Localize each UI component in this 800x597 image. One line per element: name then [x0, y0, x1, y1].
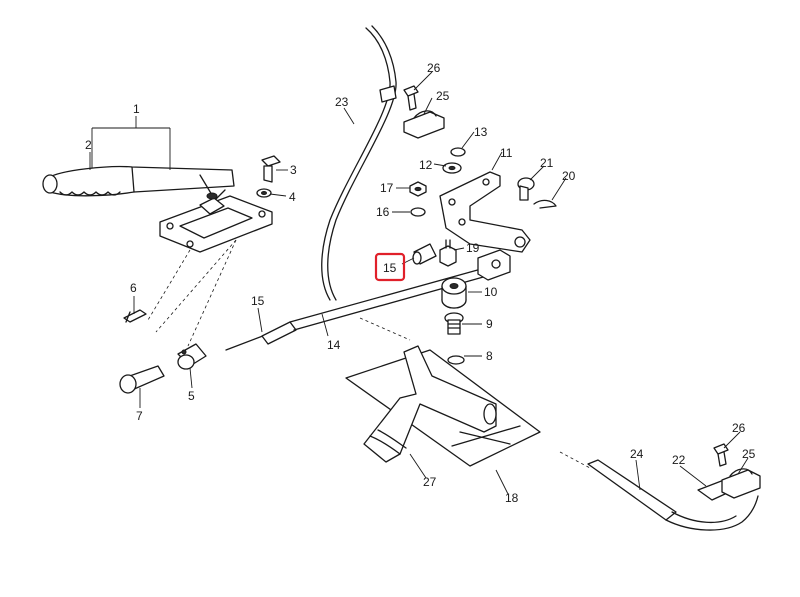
rod-yoke	[477, 249, 511, 281]
label-part-24: 24	[630, 447, 644, 461]
label-part-13: 13	[474, 125, 488, 139]
nut-19	[439, 239, 457, 267]
handbrake-lever	[42, 165, 235, 201]
washer-13	[450, 147, 466, 157]
washer-16	[410, 207, 426, 217]
label-part-18: 18	[505, 491, 519, 505]
clip-20	[533, 199, 557, 209]
label-part-1: 1	[133, 102, 140, 116]
pedal-frame-27	[363, 345, 497, 463]
bush-10	[441, 277, 467, 309]
label-part-6: 6	[130, 281, 137, 295]
label-part-16: 16	[376, 205, 390, 219]
label-part-17: 17	[380, 181, 394, 195]
washer-8	[447, 355, 465, 365]
leader-lines	[89, 71, 749, 495]
cable-24	[559, 451, 759, 531]
bolt-26-top	[403, 85, 419, 111]
label-part-10: 10	[484, 285, 498, 299]
label-part-19: 19	[466, 241, 480, 255]
clamp-25-top	[403, 110, 445, 139]
cable-23	[321, 25, 397, 301]
label-part-27: 27	[423, 475, 437, 489]
pin-21	[517, 177, 535, 201]
highlight-box	[374, 252, 406, 282]
washer-4	[256, 188, 272, 198]
clip-6	[123, 309, 147, 323]
label-part-11: 11	[500, 146, 513, 160]
label-part-26-top: 26	[427, 61, 441, 75]
nut-17	[409, 181, 427, 197]
pin-7	[119, 365, 165, 394]
label-part-26-bottom: 26	[732, 421, 746, 435]
label-part-22: 22	[672, 453, 686, 467]
adjuster-15	[412, 243, 437, 265]
label-part-9: 9	[486, 317, 493, 331]
label-part-14: 14	[327, 338, 341, 352]
label-part-7: 7	[136, 409, 143, 423]
label-part-25-top: 25	[436, 89, 450, 103]
bolt-26-bottom	[713, 443, 729, 467]
pivot-9	[444, 312, 464, 335]
label-part-3: 3	[290, 163, 297, 177]
label-part-23: 23	[335, 95, 349, 109]
nut-12	[442, 162, 462, 174]
label-part-5: 5	[188, 389, 195, 403]
label-part-20: 20	[562, 169, 576, 183]
bolt-3	[261, 155, 281, 183]
clevis-5	[177, 343, 207, 370]
label-part-21: 21	[540, 156, 554, 170]
label-part-8: 8	[486, 349, 493, 363]
clamp-25-bottom	[721, 468, 761, 499]
lever-base-plate	[159, 192, 273, 253]
label-part-15-rod: 15	[251, 294, 265, 308]
label-part-2: 2	[85, 138, 92, 152]
label-part-4: 4	[289, 190, 296, 204]
label-part-25-bottom: 25	[742, 447, 756, 461]
bracket-11	[439, 171, 531, 253]
label-part-15-highlighted: 15	[383, 261, 397, 275]
label-part-12: 12	[419, 158, 433, 172]
